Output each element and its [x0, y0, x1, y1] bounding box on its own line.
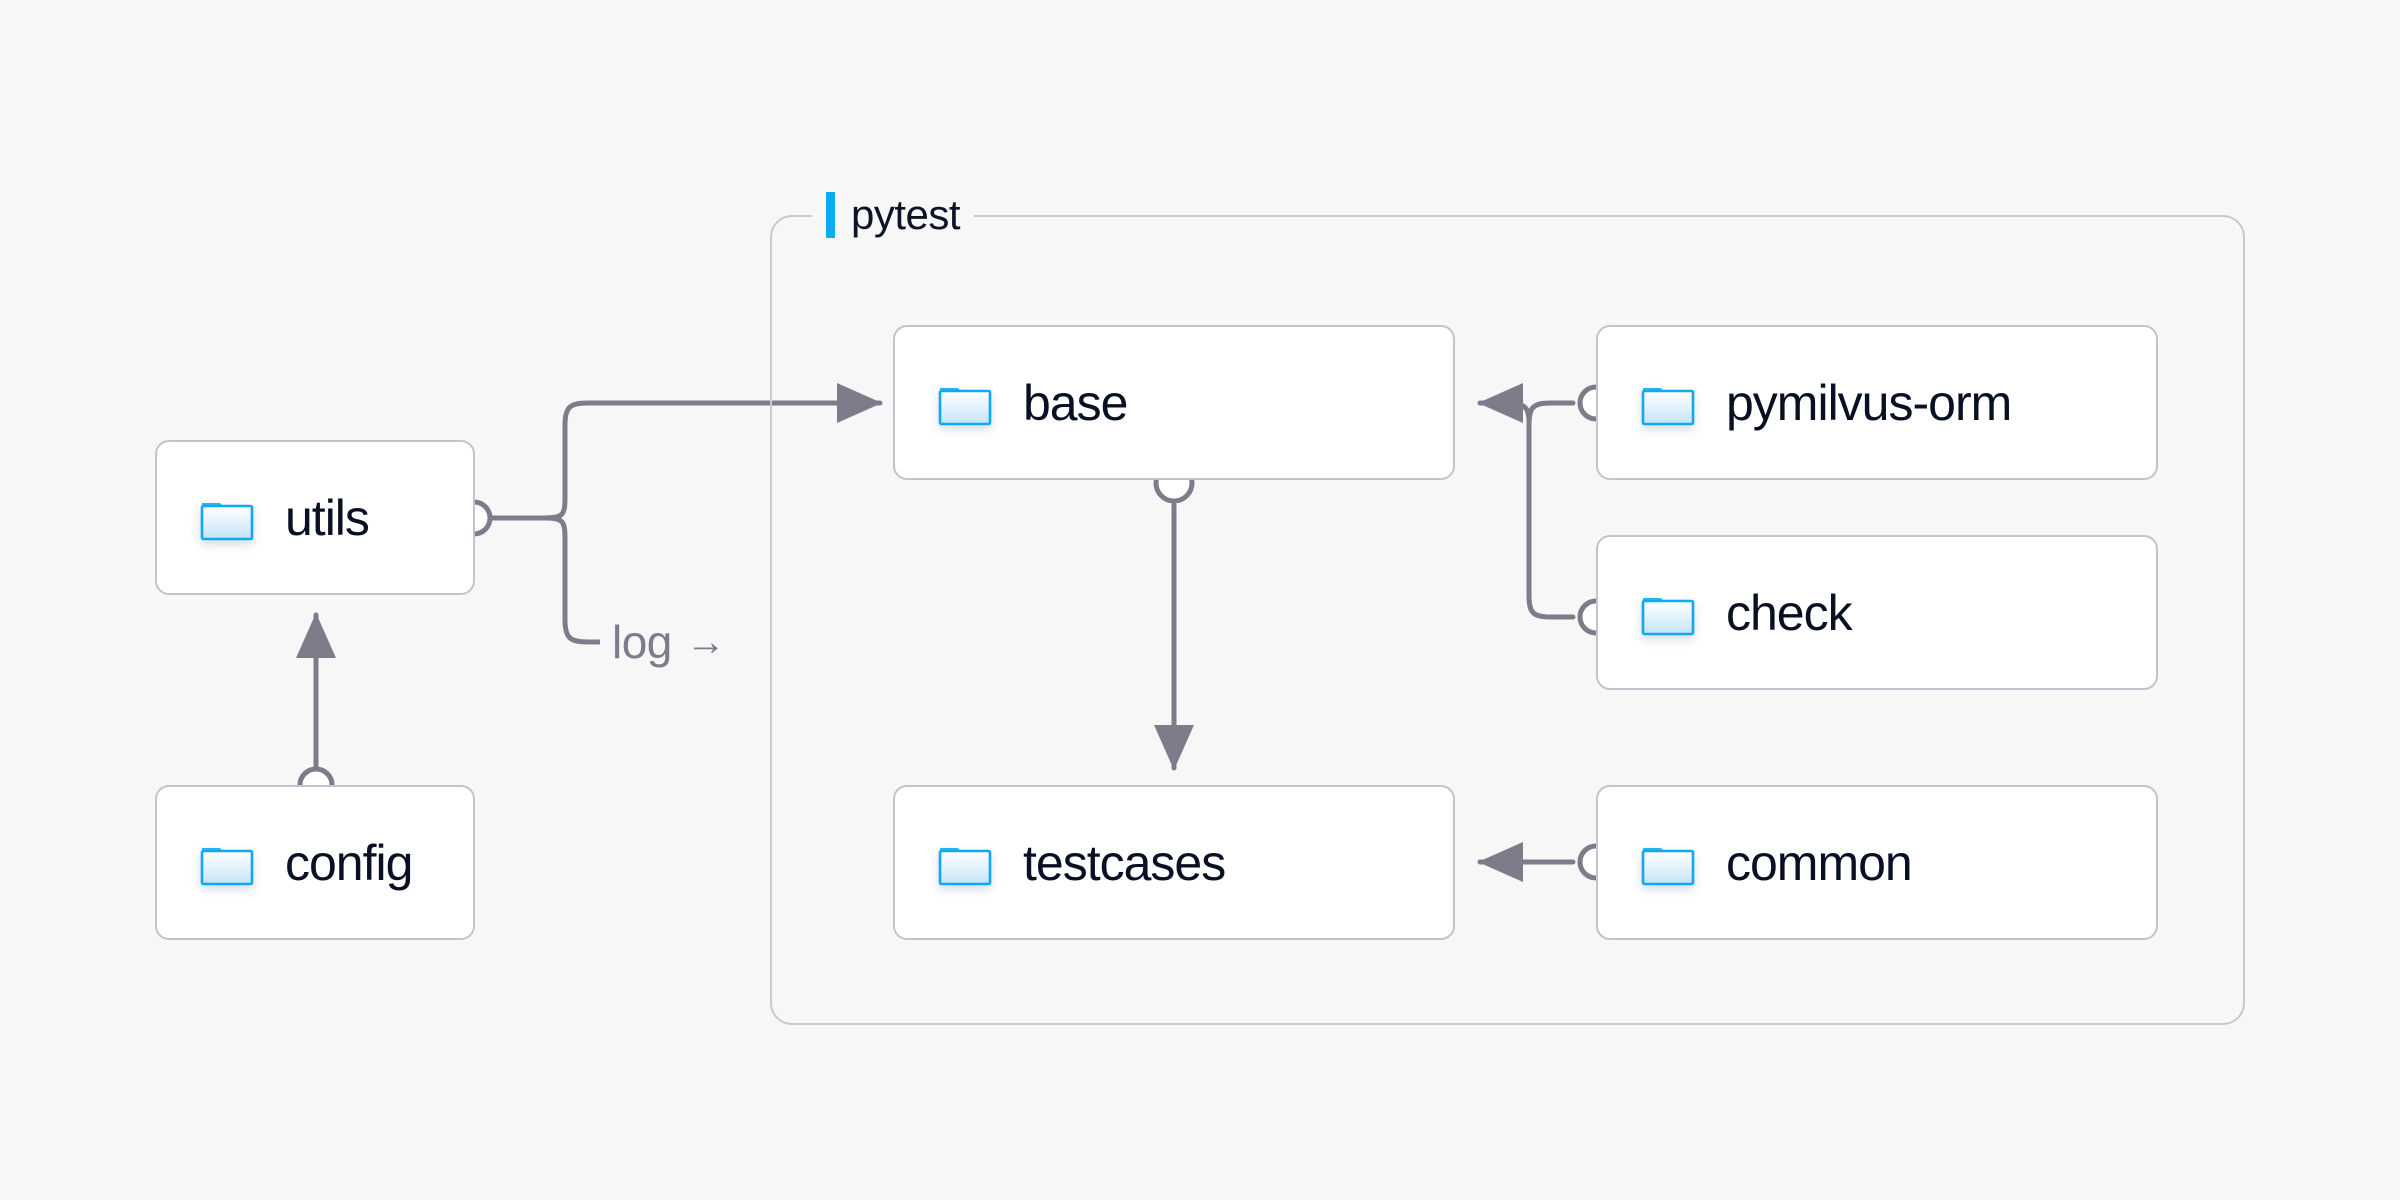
- node-pymilvus-orm[interactable]: pymilvus-orm: [1596, 325, 2158, 480]
- folder-icon: [1641, 387, 1695, 425]
- edge-label-log: log →: [600, 613, 738, 671]
- group-pytest[interactable]: [770, 215, 2245, 1025]
- node-testcases-label: testcases: [1023, 834, 1226, 891]
- edge-label-log-text: log: [612, 616, 672, 668]
- node-config[interactable]: config: [155, 785, 475, 940]
- node-config-label: config: [285, 834, 413, 891]
- folder-icon: [1641, 597, 1695, 635]
- node-check-label: check: [1726, 584, 1853, 641]
- node-utils[interactable]: utils: [155, 440, 475, 595]
- node-common[interactable]: common: [1596, 785, 2158, 940]
- node-base-label: base: [1023, 374, 1128, 431]
- node-base[interactable]: base: [893, 325, 1455, 480]
- folder-icon: [200, 502, 254, 540]
- group-pytest-label: pytest: [812, 188, 975, 242]
- folder-icon: [938, 847, 992, 885]
- group-title-text: pytest: [851, 191, 961, 238]
- node-check[interactable]: check: [1596, 535, 2158, 690]
- node-pymilvus-orm-label: pymilvus-orm: [1726, 374, 2012, 431]
- folder-icon: [200, 847, 254, 885]
- folder-icon: [1641, 847, 1695, 885]
- node-common-label: common: [1726, 834, 1913, 891]
- node-testcases[interactable]: testcases: [893, 785, 1455, 940]
- group-accent-bar: [826, 192, 835, 238]
- folder-icon: [938, 387, 992, 425]
- arrow-right-icon: →: [685, 620, 726, 664]
- node-utils-label: utils: [285, 489, 370, 546]
